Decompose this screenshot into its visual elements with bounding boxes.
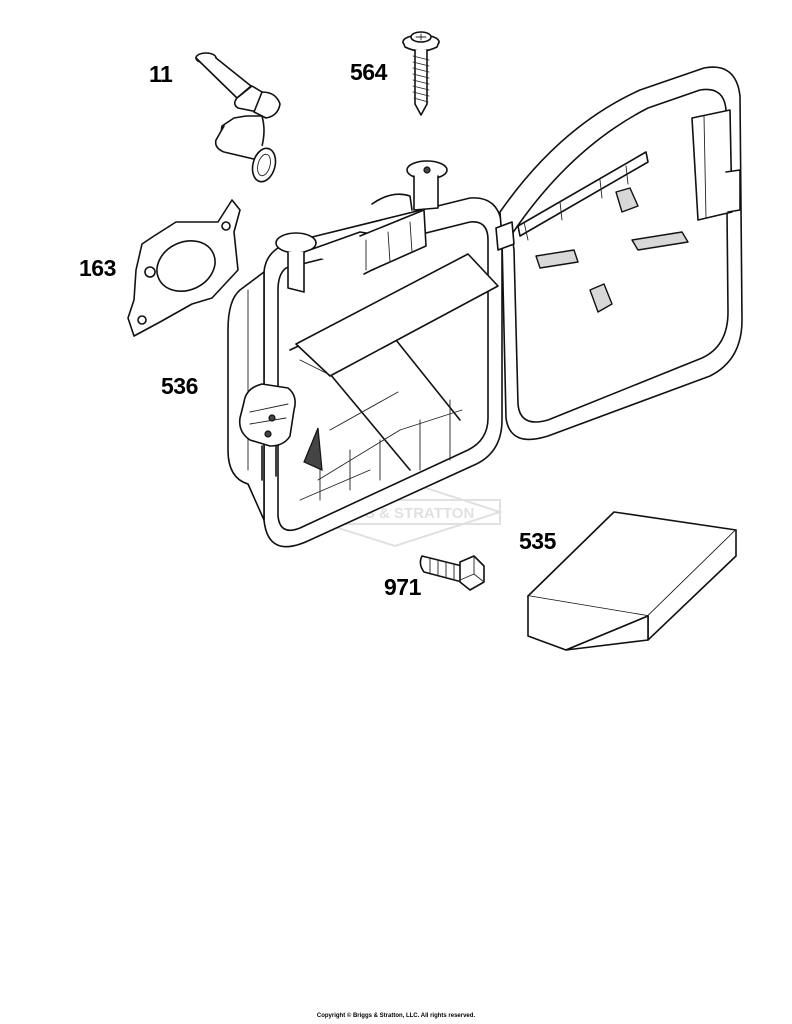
part-535-foam-element [527,511,737,651]
part-163-gasket [127,199,241,337]
part-536-air-cleaner-base [227,160,503,548]
label-part-535: 535 [519,528,556,554]
copyright-notice: Copyright © Briggs & Stratton, LLC. All … [316,1013,476,1019]
label-part-971: 971 [384,574,421,600]
part-536-cover [495,66,743,441]
label-part-11: 11 [149,61,173,87]
label-part-536: 536 [161,373,198,399]
label-part-564: 564 [350,59,387,85]
part-971-bolt [419,555,485,591]
label-part-163: 163 [79,255,116,281]
part-564-screw [402,31,440,116]
part-11-breather-tube [195,52,281,183]
